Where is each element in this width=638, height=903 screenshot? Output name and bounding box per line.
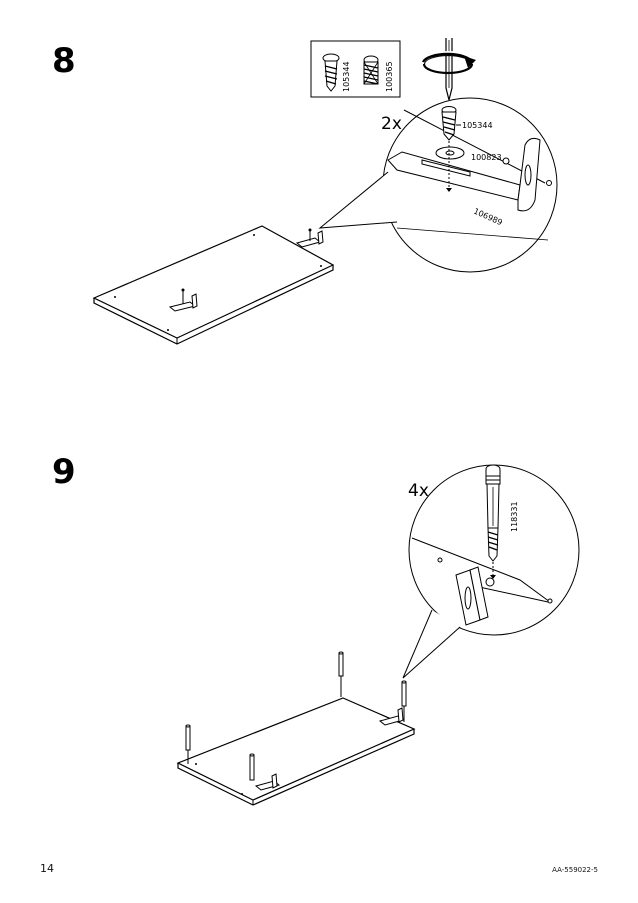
page-number: 14 [40,862,54,875]
detail-screw-icon [441,106,457,192]
cam-fitting-icon [363,55,379,85]
panel-step-9 [176,651,416,806]
step-8-detail-circle: 105344 100823 106989 [318,97,558,273]
step-8-number: 8 [52,41,76,81]
callout-dowel-label: 118331 [510,501,519,532]
step-9-number: 9 [52,452,76,492]
step-9-detail-circle: 118331 [402,464,580,679]
parts-legend-box: 105344 100365 [310,40,401,98]
callout-washer-label: 100823 [471,153,502,162]
document-code: AA-559022-5 [552,866,598,874]
step-8-quantity: 2x [381,114,402,134]
dowel-icon [485,464,501,579]
rotate-clockwise-icon [420,51,476,75]
bracket-icon [387,137,541,212]
legend-part-label-2: 100365 [385,61,394,92]
washer-icon [435,146,465,160]
step-9-quantity: 4x [408,481,429,501]
screw-icon [322,53,340,92]
legend-part-label-1: 105344 [342,61,351,92]
panel-step-8 [92,225,335,345]
callout-screw-label: 105344 [462,121,493,130]
